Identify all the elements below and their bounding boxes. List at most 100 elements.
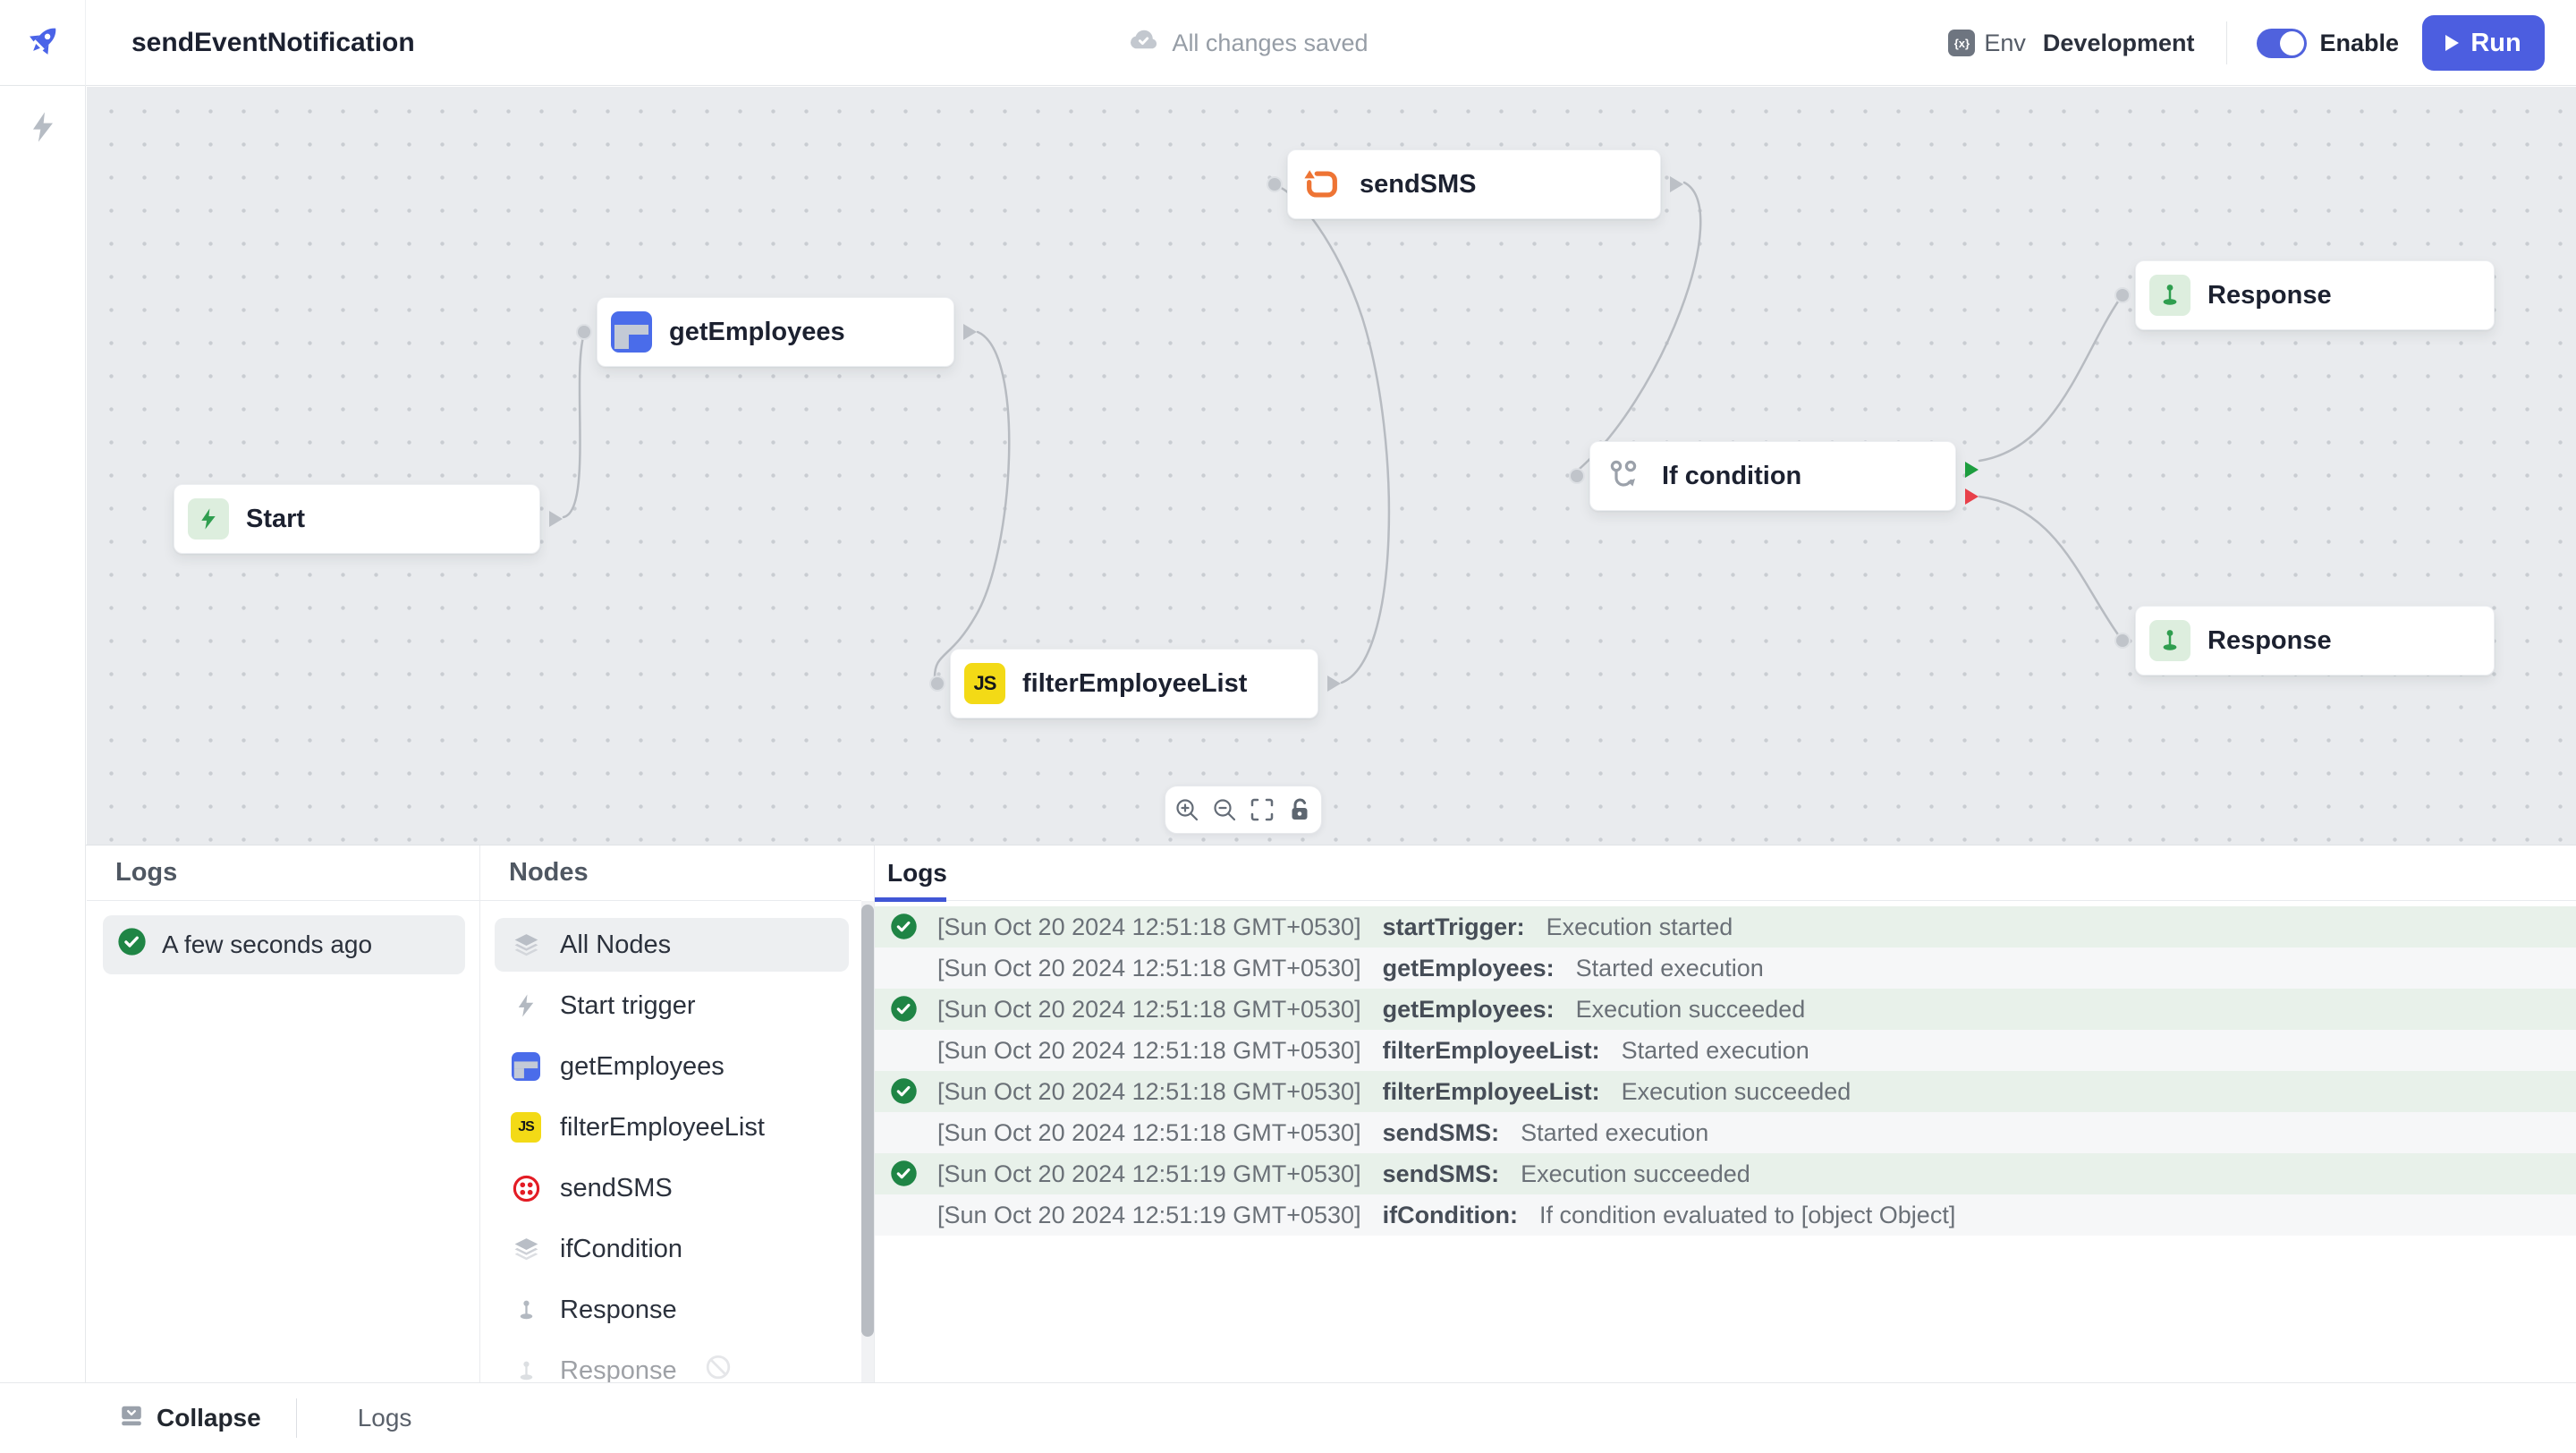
layers-icon [511,930,541,960]
nodes-list-item-ifCondition[interactable]: ifCondition [495,1222,849,1276]
log-node-name: sendSMS: [1382,1160,1500,1187]
output-connector[interactable] [549,511,563,527]
log-message: Started execution [1621,1036,1809,1064]
canvas-toolbar [1165,786,1322,834]
left-rail [0,86,86,1382]
disabled-slash-icon [705,1354,732,1382]
log-timestamp: [Sun Oct 20 2024 12:51:18 GMT+0530] [937,1118,1361,1146]
js-icon: JS [964,663,1005,704]
output-connector-true[interactable] [1965,462,1979,478]
top-bar: sendEventNotification All changes saved … [0,0,2576,86]
input-connector[interactable] [2116,634,2129,647]
lightning-icon [188,498,229,540]
workflow-node-filterEmployeeList[interactable]: JS filterEmployeeList [931,649,1341,718]
edge-filter-sendSMS [1272,183,1391,684]
nodes-list-label: Response [560,1355,677,1383]
log-message: Started execution [1575,954,1764,981]
log-node-name: filterEmployeeList: [1382,1036,1600,1064]
input-connector[interactable] [1571,470,1583,482]
log-row: [Sun Oct 20 2024 12:51:18 GMT+0530] star… [875,906,2576,947]
nodes-list-item-all-nodes[interactable]: All Nodes [495,918,849,972]
play-icon [2445,35,2460,51]
log-timestamp: [Sun Oct 20 2024 12:51:19 GMT+0530] [937,1201,1361,1228]
scrollbar-thumb[interactable] [861,905,874,1337]
active-tab-indicator [875,897,946,902]
rocket-icon [22,21,64,66]
log-message: Execution succeeded [1575,995,1806,1023]
divider [2226,21,2228,64]
input-connector[interactable] [2116,289,2129,302]
check-circle-icon [117,927,147,963]
log-message: Execution succeeded [1521,1160,1750,1187]
input-connector[interactable] [931,677,944,690]
nodes-list-item-response[interactable]: Response [495,1283,849,1337]
collapse-button[interactable]: Collapse [119,1403,261,1434]
toggle-knob [2280,30,2305,55]
environment-icon: {x} [1948,30,1976,56]
workflow-node-ifCondition[interactable]: If condition [1571,441,1979,511]
output-connector[interactable] [963,324,977,340]
save-status-text: All changes saved [1172,29,1368,56]
workflow-node-getEmployees[interactable]: getEmployees [578,297,977,367]
nodes-list-item-getEmployees[interactable]: getEmployees [495,1040,849,1093]
footer-logs-toggle[interactable]: Logs [357,1404,412,1432]
loop-icon [1301,164,1343,205]
run-history-item[interactable]: A few seconds ago [103,915,465,974]
nodes-list-item-response-disabled[interactable]: Response [495,1344,849,1382]
nodes-list: All Nodes Start trigger [480,901,861,1382]
footer-bar: Collapse Logs [0,1382,2576,1453]
table-icon [511,1051,541,1082]
branch-icon [1604,455,1645,497]
nodes-list-item-sendSMS[interactable]: sendSMS [495,1161,849,1215]
js-icon: JS [511,1112,541,1143]
lock-button[interactable] [1284,794,1316,826]
divider [295,1398,297,1438]
twilio-icon [511,1173,541,1203]
app-logo[interactable] [0,0,86,86]
log-timestamp: [Sun Oct 20 2024 12:51:18 GMT+0530] [937,1036,1361,1064]
zoom-in-button[interactable] [1171,794,1203,826]
cloud-check-icon [1127,24,1159,63]
node-label: Start [246,504,306,533]
node-label: Response [2207,280,2332,310]
tab-logs[interactable]: Logs [887,859,947,887]
workflow-node-response-true[interactable]: Response [2116,260,2495,330]
layers-icon [511,1234,541,1264]
nodes-list-item-start-trigger[interactable]: Start trigger [495,979,849,1032]
node-label: If condition [1662,461,1802,490]
fit-view-button[interactable] [1246,794,1278,826]
workflow-canvas[interactable]: Start getEmployees sendSMS [87,87,2576,845]
edge-getEmployees-filter [933,330,1011,679]
nodes-panel-title: Nodes [480,845,861,901]
workflow-node-start[interactable]: Start [174,484,563,554]
run-button[interactable]: Run [2422,15,2545,71]
nodes-scrollbar[interactable] [861,901,874,1383]
output-connector[interactable] [1327,676,1341,692]
pin-icon [2149,275,2190,316]
input-connector[interactable] [1268,178,1281,191]
workflow-node-response-false[interactable]: Response [2116,606,2495,676]
output-connector[interactable] [1670,176,1683,192]
log-timestamp: [Sun Oct 20 2024 12:51:18 GMT+0530] [937,1077,1361,1105]
log-message: Started execution [1521,1118,1709,1146]
env-selector[interactable]: Development [2042,29,2195,56]
lightning-rail-icon[interactable] [25,86,61,1382]
workflow-node-sendSMS[interactable]: sendSMS [1268,149,1683,219]
node-label: sendSMS [1360,169,1477,199]
node-label: getEmployees [669,317,845,346]
env-label: Env [1984,29,2026,56]
zoom-out-button[interactable] [1208,794,1241,826]
lightning-icon [511,990,541,1021]
output-connector-false[interactable] [1965,489,1979,505]
input-connector[interactable] [578,326,590,338]
nodes-list-item-filterEmployeeList[interactable]: JS filterEmployeeList [495,1100,849,1154]
log-row: [Sun Oct 20 2024 12:51:18 GMT+0530] getE… [875,989,2576,1030]
log-output-panel: Logs [Sun Oct 20 2024 12:51:18 GMT+0530]… [874,845,2576,1382]
enable-toggle[interactable] [2257,28,2308,58]
nodes-list-label: Response [560,1295,677,1324]
log-row: [Sun Oct 20 2024 12:51:19 GMT+0530] send… [875,1153,2576,1194]
nodes-list-label: Start trigger [560,990,696,1020]
edge-sendSMS-if [1572,181,1702,475]
check-circle-icon [890,995,918,1029]
nodes-list-label: All Nodes [560,930,672,959]
